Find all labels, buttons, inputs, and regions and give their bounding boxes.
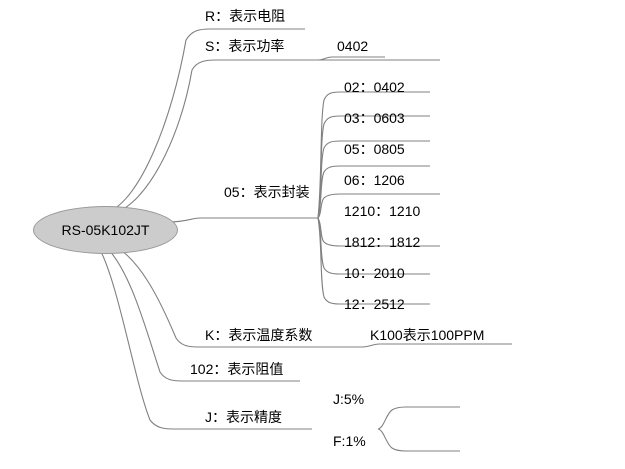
edge-root-to-r — [107, 28, 305, 213]
branch-label-temp-coefficient[interactable]: K：表示温度系数 — [205, 327, 313, 343]
child-label-pkg-1210[interactable]: 1210：1210 — [344, 203, 421, 219]
root-node[interactable]: RS-05K102JT — [33, 206, 178, 254]
branch-label-package[interactable]: 05：表示封装 — [224, 184, 310, 200]
branch-label-resistance[interactable]: 102：表示阻值 — [190, 361, 284, 377]
edge-s-to-0402 — [317, 56, 385, 61]
child-label-prec-f[interactable]: F:1% — [333, 433, 366, 449]
child-label-pkg-05[interactable]: 05：0805 — [344, 141, 405, 157]
edge-package-to-pkg-1812 — [317, 217, 440, 247]
edge-root-to-resistance — [103, 244, 300, 382]
child-label-k100[interactable]: K100表示100PPM — [370, 327, 485, 343]
edge-root-to-precision — [97, 245, 312, 430]
edge-root-to-s — [113, 59, 440, 214]
edge-root-to-k — [109, 242, 362, 348]
child-label-prec-j[interactable]: J:5% — [333, 391, 365, 407]
edge-precision-to-f — [377, 428, 460, 452]
edge-root-to-package — [167, 217, 318, 223]
edge-package-to-pkg-12 — [317, 217, 430, 305]
child-label-pkg-03[interactable]: 03：0603 — [344, 110, 405, 126]
child-label-pkg-1812[interactable]: 1812：1812 — [344, 234, 421, 250]
edge-package-to-pkg-05 — [317, 140, 430, 219]
edge-precision-to-j — [377, 406, 460, 430]
root-node-label: RS-05K102JT — [61, 222, 150, 238]
child-label-pkg-06[interactable]: 06：1206 — [344, 172, 405, 188]
child-label-pkg-12[interactable]: 12：2512 — [344, 296, 405, 312]
edge-package-to-pkg-1210 — [317, 193, 440, 219]
branch-label-s[interactable]: S：表示功率 — [205, 38, 285, 54]
branch-label-precision[interactable]: J：表示精度 — [205, 409, 282, 425]
child-label-pkg-02[interactable]: 02：0402 — [344, 79, 405, 95]
edge-k-to-k100 — [361, 343, 512, 348]
child-label-s-0402[interactable]: 0402 — [337, 38, 369, 54]
edge-package-to-pkg-10 — [317, 217, 430, 275]
branch-label-r[interactable]: R：表示电阻 — [205, 8, 286, 24]
edge-package-to-pkg-06 — [317, 165, 430, 219]
child-label-pkg-10[interactable]: 10：2010 — [344, 265, 405, 281]
